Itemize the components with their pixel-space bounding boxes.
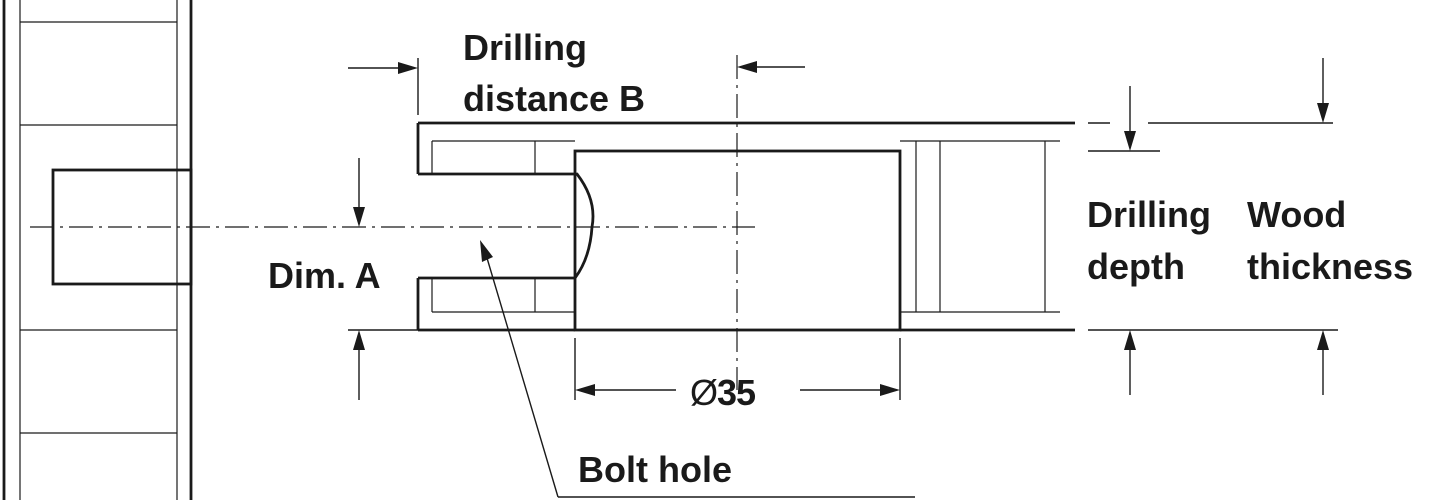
bolt-hole-label: Bolt hole [578, 449, 732, 490]
side-panel [2, 0, 193, 500]
wood-thickness-label-line2: thickness [1247, 246, 1414, 287]
bolt-hole [418, 172, 595, 280]
dim-drilling-distance [348, 58, 805, 115]
dim-wood-thickness [1088, 58, 1338, 395]
drilling-distance-label-line1: Drilling [463, 27, 587, 68]
drilling-distance-label-line2: distance B [463, 78, 646, 119]
dim-a-label: Dim. A [268, 255, 381, 296]
drilling-depth-label-line1: Drilling [1087, 194, 1211, 235]
dim-diameter [574, 338, 901, 400]
diameter-label: Ø35 [690, 372, 756, 413]
wood-thickness-label-line1: Wood [1247, 194, 1347, 235]
drilling-depth-label-line2: depth [1087, 246, 1185, 287]
bolt-hole-leader [480, 240, 915, 498]
diameter-value: 35 [717, 372, 756, 413]
workpiece [416, 121, 1075, 332]
dim-a [348, 158, 418, 400]
diameter-symbol: Ø [690, 372, 718, 413]
dim-drilling-depth [1088, 86, 1160, 395]
